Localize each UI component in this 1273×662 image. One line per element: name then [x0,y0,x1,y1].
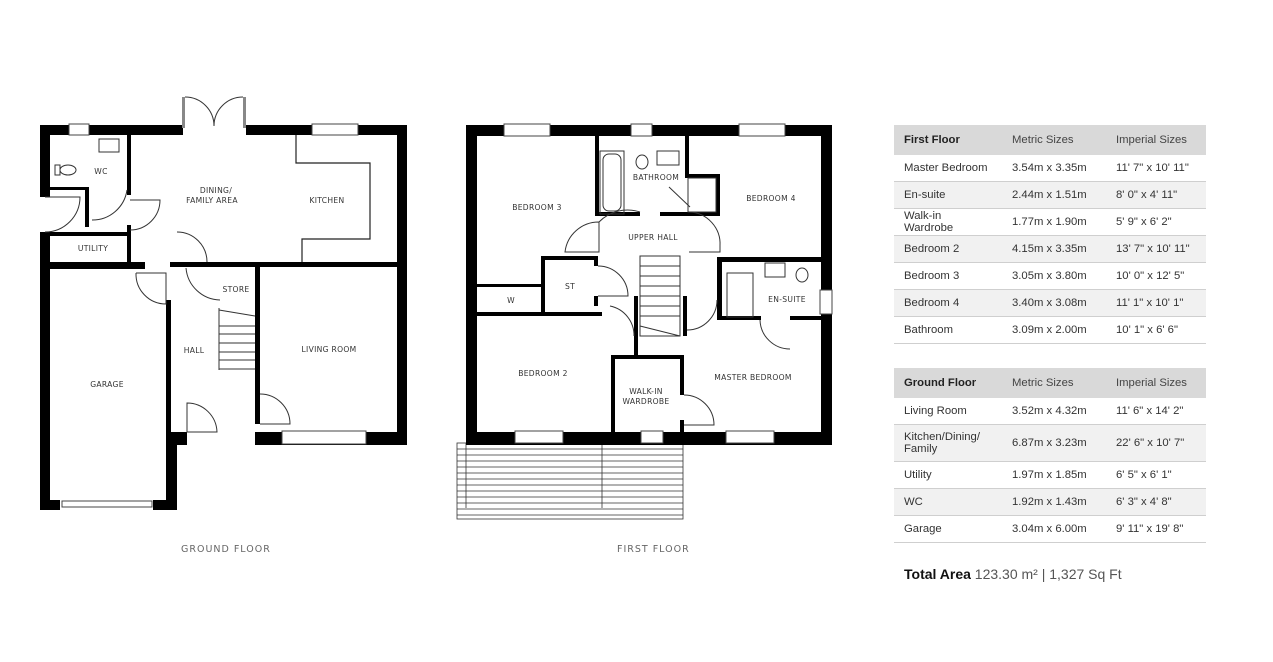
room-label-bedroom-3: BEDROOM 3 [512,203,562,212]
metric-size: 3.04m x 6.00m [1002,515,1106,543]
room-label-bedroom-2: BEDROOM 2 [518,369,568,378]
imperial-size: 22' 6" x 10' 7" [1106,424,1206,462]
ground-floor-plan: WC DINING/ FAMILY AREA KITCHEN UTILITY S… [40,96,407,510]
imperial-size: 10' 1" x 6' 6" [1106,316,1206,344]
french-doors [182,96,246,128]
first-stairs [639,255,681,337]
imperial-size: 6' 5" x 6' 1" [1106,461,1206,489]
table-header-imperial: Imperial Sizes [1106,368,1206,398]
imperial-size: 11' 6" x 14' 2" [1106,398,1206,425]
room-label-store: STORE [222,285,249,294]
room-label-walk-in: WALK-IN [629,387,662,396]
ground-windows [61,123,367,508]
room-label-wc: WC [94,167,107,176]
ground-floor-sizes-table: Ground Floor Metric Sizes Imperial Sizes… [894,368,1206,543]
metric-size: 2.44m x 1.51m [1002,181,1106,209]
room-name: Bedroom 2 [894,235,1002,263]
imperial-size: 11' 7" x 10' 11" [1106,155,1206,182]
first-doors [564,209,791,426]
room-name: Bathroom [894,316,1002,344]
room-name: Utility [894,461,1002,489]
room-label-w: W [507,296,515,305]
metric-size: 1.97m x 1.85m [1002,461,1106,489]
imperial-size: 8' 0" x 4' 11" [1106,181,1206,209]
metric-size: 3.54m x 3.35m [1002,155,1106,182]
metric-size: 6.87m x 3.23m [1002,424,1106,462]
room-name: WC [894,488,1002,516]
room-name: Walk-in Wardrobe [894,208,1002,236]
imperial-size: 10' 0" x 12' 5" [1106,262,1206,290]
table-header-floor: First Floor [894,125,1002,155]
table-header-row: First Floor Metric Sizes Imperial Sizes [894,125,1206,155]
total-area-value: 123.30 m² | 1,327 Sq Ft [974,566,1122,582]
room-label-family-area: FAMILY AREA [186,196,238,205]
room-label-en-suite: EN-SUITE [768,295,806,304]
imperial-size: 9' 11" x 19' 8" [1106,515,1206,543]
bathroom-fixtures [599,150,809,318]
room-label-st: ST [565,282,575,291]
total-area: Total Area 123.30 m² | 1,327 Sq Ft [904,566,1122,582]
metric-size: 3.09m x 2.00m [1002,316,1106,344]
wc-fixtures [54,138,120,176]
imperial-size: 13' 7" x 10' 11" [1106,235,1206,263]
table-header-floor: Ground Floor [894,368,1002,398]
room-name: Kitchen/Dining/ Family [894,424,1002,462]
total-area-label: Total Area [904,566,971,582]
table-header-imperial: Imperial Sizes [1106,125,1206,155]
ground-doors [44,189,291,433]
room-name: Master Bedroom [894,155,1002,182]
first-floor-sizes-table: First Floor Metric Sizes Imperial Sizes … [894,125,1206,344]
room-label-wardrobe: WARDROBE [622,397,669,406]
metric-size: 3.52m x 4.32m [1002,398,1106,425]
metric-size: 4.15m x 3.35m [1002,235,1106,263]
decking [456,442,684,520]
room-label-master-bedroom: MASTER BEDROOM [714,373,792,382]
room-name: En-suite [894,181,1002,209]
first-floor-plan: BEDROOM 3 BATHROOM BEDROOM 4 UPPER HALL … [456,123,833,520]
metric-size: 1.77m x 1.90m [1002,208,1106,236]
room-label-hall: HALL [184,346,205,355]
table-header-row: Ground Floor Metric Sizes Imperial Sizes [894,368,1206,398]
room-label-bathroom: BATHROOM [633,173,679,182]
room-label-kitchen: KITCHEN [309,196,344,205]
table-header-metric: Metric Sizes [1002,125,1106,155]
room-label-bedroom-4: BEDROOM 4 [746,194,796,203]
ground-floor-walls [40,125,407,510]
metric-size: 1.92m x 1.43m [1002,488,1106,516]
metric-size: 3.05m x 3.80m [1002,262,1106,290]
imperial-size: 5' 9" x 6' 2" [1106,208,1206,236]
metric-size: 3.40m x 3.08m [1002,289,1106,317]
ground-floor-caption: GROUND FLOOR [181,544,271,555]
first-floor-caption: FIRST FLOOR [617,544,690,555]
room-name: Bedroom 3 [894,262,1002,290]
ground-stairs [218,308,256,370]
room-name: Living Room [894,398,1002,425]
table-header-metric: Metric Sizes [1002,368,1106,398]
room-name: Garage [894,515,1002,543]
room-label-dining: DINING/ [200,186,232,195]
room-label-garage: GARAGE [90,380,124,389]
first-windows [503,123,833,444]
floor-plans: WC DINING/ FAMILY AREA KITCHEN UTILITY S… [40,96,833,520]
room-label-utility: UTILITY [78,244,108,253]
room-label-upper-hall: UPPER HALL [628,233,678,242]
imperial-size: 11' 1" x 10' 1" [1106,289,1206,317]
room-name: Bedroom 4 [894,289,1002,317]
room-label-living-room: LIVING ROOM [302,345,357,354]
imperial-size: 6' 3" x 4' 8" [1106,488,1206,516]
